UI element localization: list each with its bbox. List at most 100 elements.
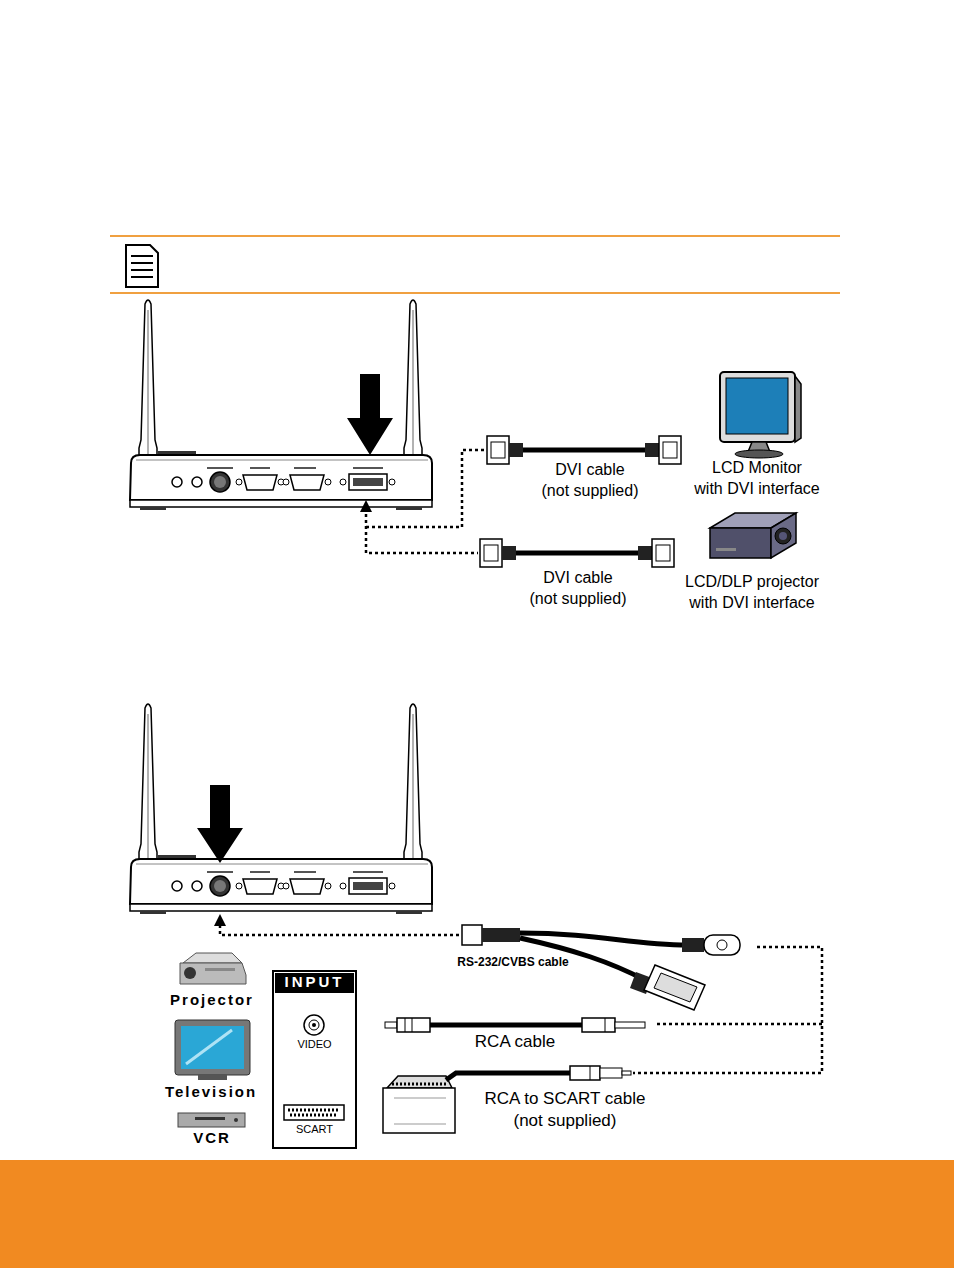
projector-top: [710, 513, 796, 558]
dvi-cable: [480, 539, 674, 567]
scart-cable: [392, 1083, 446, 1086]
panel-heading: INPUT: [273, 973, 356, 990]
rca-cable: [385, 1018, 645, 1032]
input-panel: [273, 971, 356, 1148]
text-line: (not supplied): [428, 588, 728, 609]
note-icon: [131, 276, 153, 278]
device-label: Television: [61, 1083, 361, 1101]
input-panel: [309, 1020, 319, 1030]
vcr-icon: [195, 1117, 225, 1120]
rs232-cvbs-cable: [682, 938, 704, 952]
lcd-monitor: [795, 376, 801, 442]
rca-cable: [412, 1018, 413, 1032]
rca-cable: [430, 1023, 582, 1028]
cable-label: DVI cable (not supplied): [428, 567, 728, 609]
scart-cable: [394, 1098, 446, 1099]
vcr-icon: [234, 1118, 238, 1122]
footer-band: [0, 1160, 954, 1268]
text-line: DVI cable: [440, 459, 740, 480]
scart-cable: [590, 1066, 591, 1080]
lcd-monitor: [726, 378, 788, 434]
note-icon: [126, 245, 158, 287]
television-icon: [181, 1026, 244, 1069]
device-bottom: [130, 704, 432, 914]
pointer-arrow: [197, 374, 393, 863]
rca-cable: [582, 1018, 615, 1032]
cable-label: RCA to SCART cable (not supplied): [415, 1088, 715, 1132]
rs232-cvbs-cable: [482, 928, 520, 942]
connector-label: SCART: [273, 1123, 356, 1136]
rca-cable: [615, 1022, 645, 1028]
rs232-cvbs-cable: [644, 965, 705, 1010]
lcd-monitor: [720, 372, 795, 442]
input-panel: [304, 1015, 324, 1035]
pointer-arrow: [197, 785, 243, 863]
television-icon: [175, 1020, 250, 1075]
scart-cable: [570, 1066, 600, 1080]
note-icon: [131, 262, 153, 264]
dvi-cable: [480, 436, 681, 567]
scart-cable: [383, 1088, 455, 1133]
rs232-cvbs-cable: [654, 973, 697, 1002]
dotted-arrowhead: [214, 914, 226, 926]
rca-cable: [385, 1022, 397, 1028]
device-label: Projector: [62, 991, 362, 1009]
projector-top: [775, 528, 791, 544]
text-line: LCD Monitor: [607, 457, 907, 478]
text-line: (not supplied): [415, 1110, 715, 1132]
text-line: RCA to SCART cable: [415, 1088, 715, 1110]
device-bottom: [130, 704, 432, 914]
pointer-arrow: [347, 374, 393, 455]
note-icon: [110, 235, 840, 294]
projector-top: [716, 548, 736, 551]
text-line: with DVI interface: [602, 592, 902, 613]
cable-label: RS-232/CVBS cable: [363, 955, 663, 970]
note-icon: [131, 255, 153, 257]
rca-cable: [605, 1018, 606, 1032]
television-icon: [175, 1020, 250, 1080]
input-panel: [288, 1109, 340, 1112]
input-panel: [273, 971, 356, 1148]
device-top: [130, 300, 432, 510]
input-panel: INPUT VIDEO SCART: [273, 971, 356, 1148]
text-line: with DVI interface: [607, 478, 907, 499]
projector-icon: [205, 968, 235, 971]
text-line: DVI cable: [428, 567, 728, 588]
note-icon: [110, 235, 840, 237]
device-label: LCD/DLP projector with DVI interface: [602, 571, 902, 613]
vcr-icon: [178, 1113, 245, 1127]
dotted-line: [220, 450, 822, 1073]
scart-cable: [387, 1076, 452, 1088]
dotted-line: [366, 450, 486, 527]
rca-cable: [405, 1018, 406, 1032]
projector-icon: [180, 963, 246, 984]
rs232-cvbs-cable: [462, 925, 482, 945]
rca-cable: [397, 1018, 430, 1032]
input-panel: [312, 1023, 316, 1027]
text-line: RS-232/CVBS cable: [363, 955, 663, 970]
connector-label: VIDEO: [273, 1038, 356, 1051]
input-panel: [290, 1114, 338, 1117]
scart-cable: [600, 1068, 622, 1078]
projector-icon: [184, 967, 196, 979]
text-line: Projector: [62, 991, 362, 1009]
input-panel: [284, 1105, 344, 1120]
cable-label: RCA cable: [365, 1031, 665, 1052]
note-icon: [110, 292, 840, 294]
text-line: Television: [61, 1083, 361, 1101]
rs232-cvbs-cable: [704, 935, 740, 955]
dotted-line: [633, 947, 822, 1073]
scart-cable: [622, 1071, 631, 1075]
scart-cable: [394, 1124, 446, 1125]
lcd-monitor: [735, 450, 783, 458]
device-top: [130, 300, 432, 510]
rs232-cvbs-cable: [717, 940, 727, 950]
dotted-arrowhead: [214, 500, 372, 926]
dotted-line: [656, 1023, 822, 1026]
dotted-arrowhead: [360, 500, 372, 512]
projector-top: [710, 528, 771, 558]
text-line: LCD/DLP projector: [602, 571, 902, 592]
projector-icon: [183, 953, 242, 963]
